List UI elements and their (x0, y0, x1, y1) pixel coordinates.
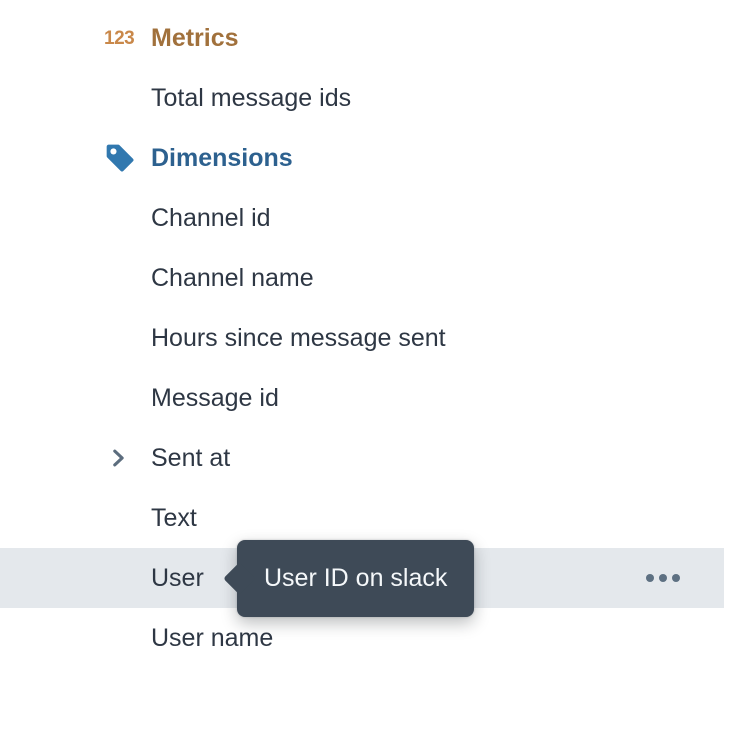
field-label: Text (151, 503, 197, 532)
more-options-button[interactable] (644, 568, 682, 588)
field-item-text[interactable]: Text (0, 488, 736, 548)
tooltip-text: User ID on slack (264, 564, 448, 592)
field-label: Message id (151, 383, 279, 412)
field-item-channel-name[interactable]: Channel name (0, 248, 736, 308)
fields-explorer-list: 123 Metrics Total message ids Dimensions… (0, 8, 736, 668)
field-item-message-id[interactable]: Message id (0, 368, 736, 428)
field-label: Channel name (151, 263, 314, 292)
section-header-metrics[interactable]: 123 Metrics (0, 8, 736, 68)
section-title-dimensions: Dimensions (151, 143, 293, 172)
numeric-123-icon: 123 (104, 27, 135, 49)
tag-icon (106, 144, 134, 172)
chevron-right-icon[interactable] (107, 447, 129, 469)
field-item-channel-id[interactable]: Channel id (0, 188, 736, 248)
field-label: Sent at (151, 443, 231, 472)
field-label: User (151, 563, 204, 592)
field-item-user[interactable]: User User ID on slack (0, 540, 724, 617)
field-label: Hours since message sent (151, 323, 446, 352)
field-item-total-message-ids[interactable]: Total message ids (0, 68, 736, 128)
section-title-metrics: Metrics (151, 23, 239, 52)
field-item-user-name[interactable]: User name (0, 608, 736, 668)
field-label: Total message ids (151, 83, 352, 112)
more-options-icon (646, 574, 654, 582)
field-label: User name (151, 623, 274, 652)
field-description-tooltip: User ID on slack (223, 540, 475, 617)
metrics-icon-slot: 123 (104, 29, 151, 48)
dimensions-icon-slot (104, 142, 151, 174)
section-header-dimensions[interactable]: Dimensions (0, 128, 736, 188)
field-item-sent-at[interactable]: Sent at (0, 428, 736, 488)
field-item-hours-since-message-sent[interactable]: Hours since message sent (0, 308, 736, 368)
tooltip-arrow (223, 562, 256, 595)
field-label: Channel id (151, 203, 271, 232)
